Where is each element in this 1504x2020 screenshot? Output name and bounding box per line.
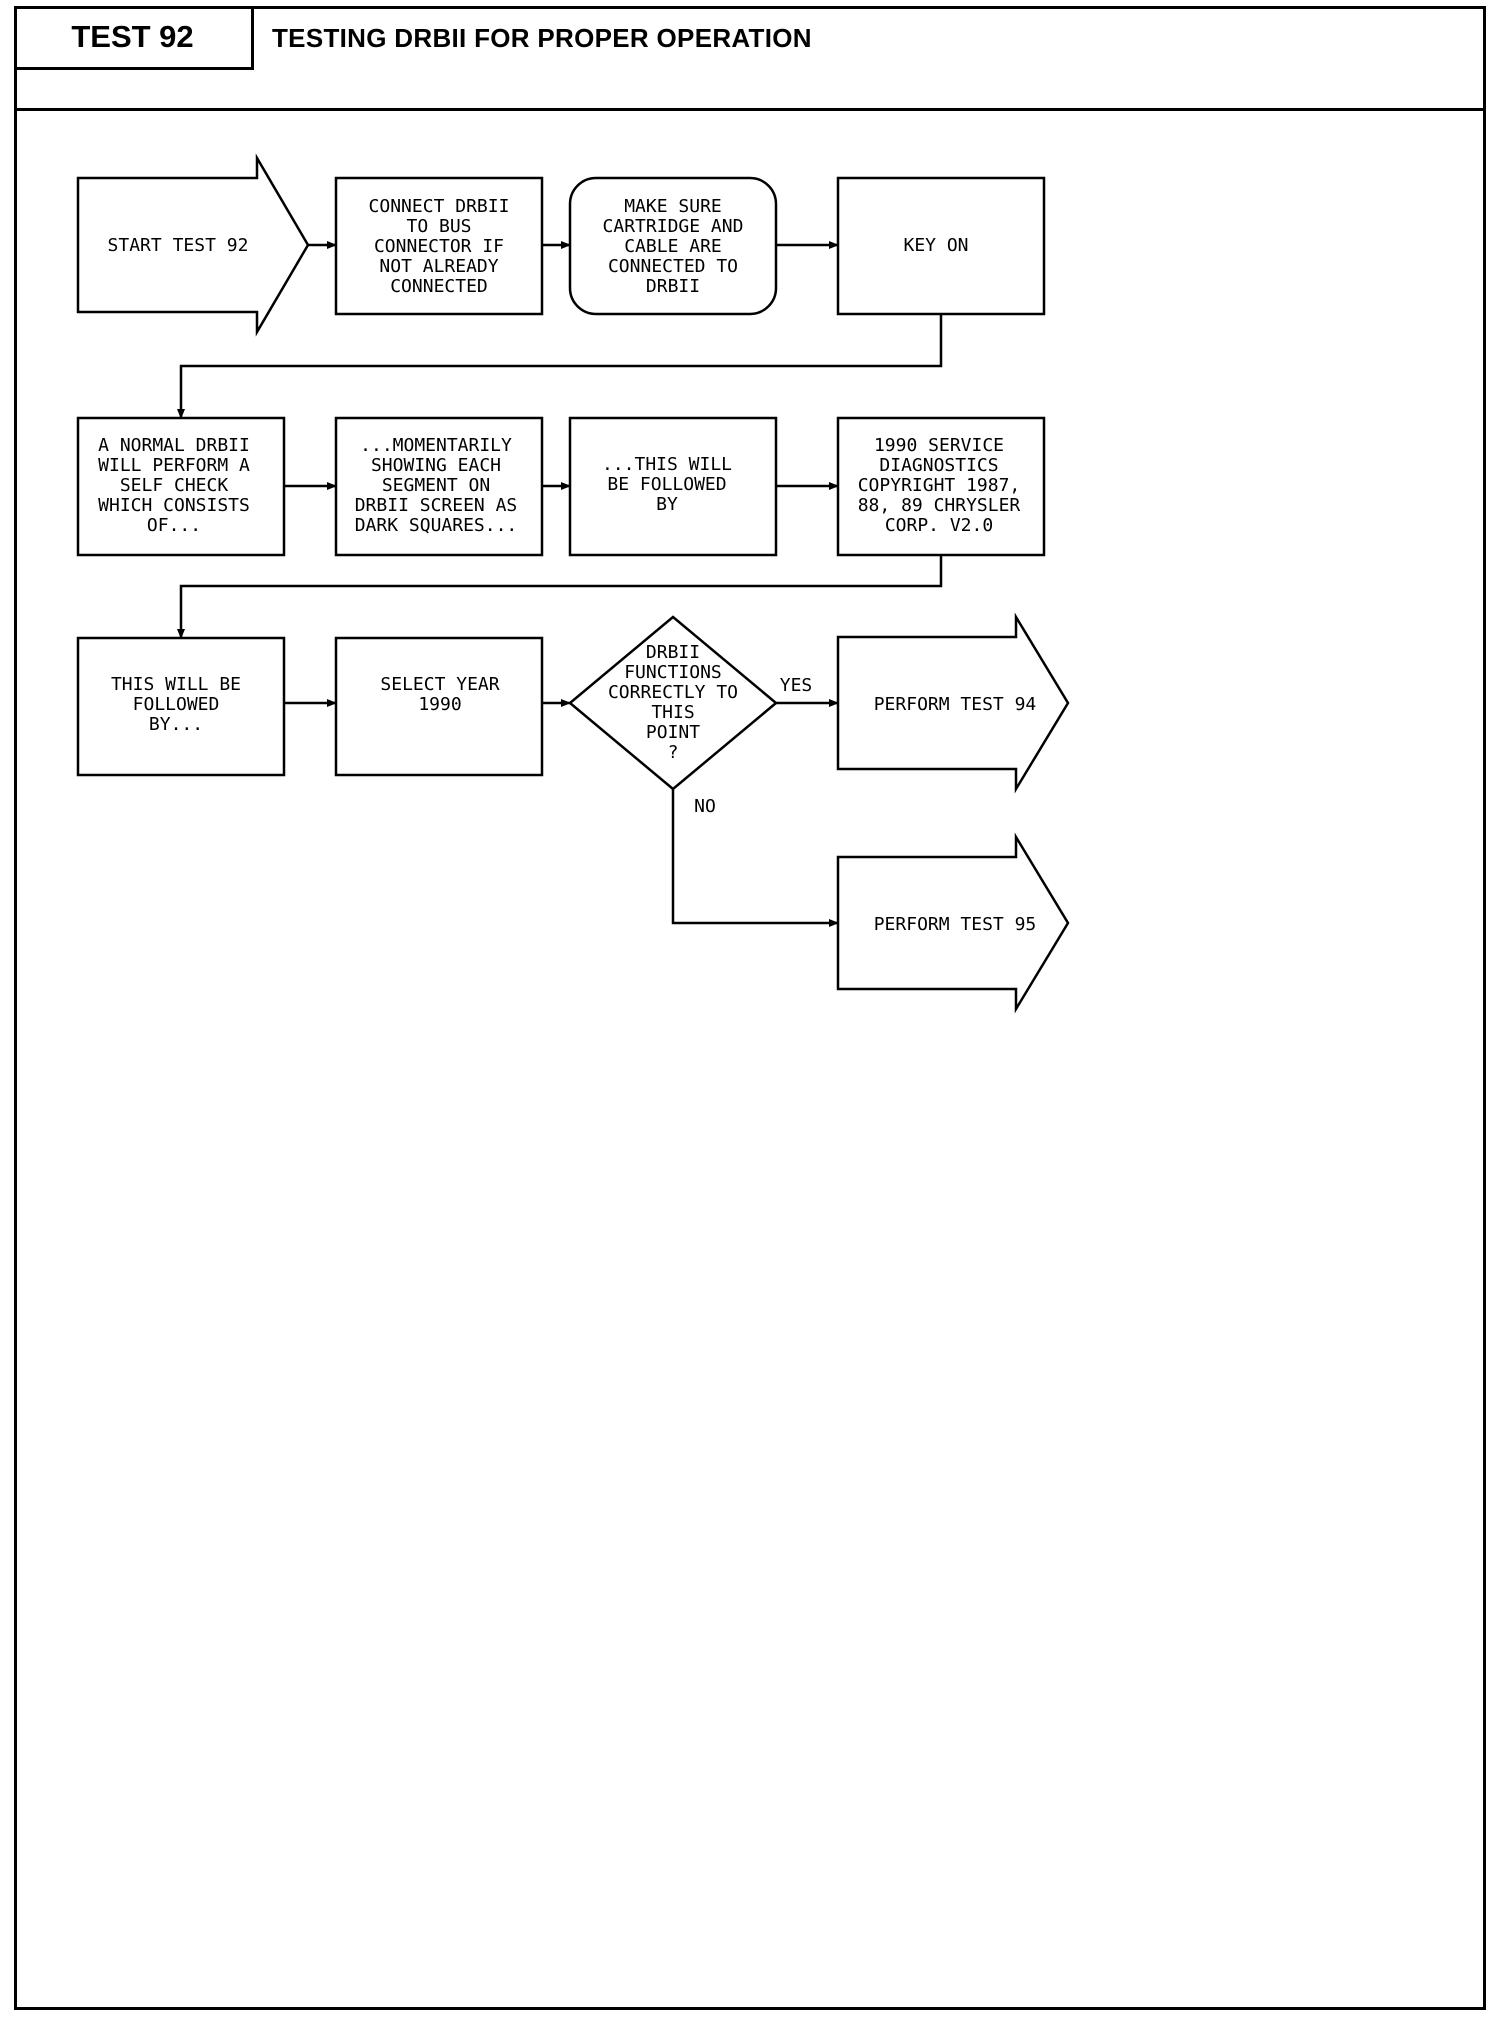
make-sure-line: CABLE ARE bbox=[624, 236, 722, 257]
momentarily-line: SEGMENT ON bbox=[382, 475, 490, 496]
header-row bbox=[14, 6, 1486, 111]
momentarily-line: SHOWING EACH bbox=[371, 455, 501, 476]
decision-line: THIS bbox=[651, 702, 694, 723]
momentarily-line: ...MOMENTARILY bbox=[360, 435, 512, 456]
no-label: NO bbox=[694, 796, 716, 817]
make-sure-line: MAKE SURE bbox=[624, 196, 722, 217]
test95-arrow-shape bbox=[836, 832, 1070, 1014]
this-will-line: BY bbox=[656, 494, 678, 515]
this-will-line: ...THIS WILL bbox=[602, 454, 732, 475]
service-line: 1990 SERVICE bbox=[874, 435, 1004, 456]
connect-line: CONNECT DRBII bbox=[369, 196, 510, 217]
this-will-line: BE FOLLOWED bbox=[607, 474, 726, 495]
decision-line: ? bbox=[668, 742, 679, 763]
service-line: 88, 89 CHRYSLER bbox=[858, 495, 1021, 516]
select-year-line: 1990 bbox=[418, 694, 461, 715]
normal-line: SELF CHECK bbox=[120, 475, 229, 496]
start-line: START TEST 92 bbox=[108, 235, 249, 256]
connect-line: CONNECTED bbox=[390, 276, 488, 297]
normal-line: A NORMAL DRBII bbox=[98, 435, 250, 456]
page-frame bbox=[14, 6, 1486, 2010]
make-sure-line: DRBII bbox=[646, 276, 700, 297]
test95-line: PERFORM TEST 95 bbox=[874, 914, 1037, 935]
test-number: TEST 92 bbox=[14, 6, 254, 70]
decision-line: DRBII bbox=[646, 642, 700, 663]
service-line: CORP. V2.0 bbox=[885, 515, 993, 536]
key-on-label: KEY ON bbox=[903, 235, 968, 256]
momentarily-line: DRBII SCREEN AS bbox=[355, 495, 518, 516]
edge-service-followed bbox=[177, 555, 943, 639]
edge-decision-no bbox=[671, 789, 839, 927]
decision-line: POINT bbox=[646, 722, 700, 743]
test94-arrow-shape bbox=[836, 612, 1070, 794]
momentarily-line: DARK SQUARES... bbox=[355, 515, 518, 536]
start-arrow-shape bbox=[76, 153, 310, 337]
yes-label: YES bbox=[780, 675, 813, 696]
page-title: TESTING DRBII FOR PROPER OPERATION bbox=[272, 22, 812, 53]
test94-label: PERFORM TEST 94 bbox=[874, 694, 1037, 715]
test94-line: PERFORM TEST 94 bbox=[874, 694, 1037, 715]
make-sure-line: CONNECTED TO bbox=[608, 256, 738, 277]
connect-line: NOT ALREADY bbox=[379, 256, 498, 277]
normal-line: OF... bbox=[147, 515, 201, 536]
key-on-line: KEY ON bbox=[903, 235, 968, 256]
connect-line: CONNECTOR IF bbox=[374, 236, 504, 257]
followed-line: THIS WILL BE bbox=[111, 674, 241, 695]
followed-line: FOLLOWED bbox=[133, 694, 220, 715]
test95-label: PERFORM TEST 95 bbox=[874, 914, 1037, 935]
followed-line: BY... bbox=[149, 714, 203, 735]
edge-keyon-normal bbox=[177, 314, 943, 419]
decision-line: CORRECTLY TO bbox=[608, 682, 738, 703]
service-line: COPYRIGHT 1987, bbox=[858, 475, 1021, 496]
decision-line: FUNCTIONS bbox=[624, 662, 722, 683]
normal-line: WHICH CONSISTS bbox=[98, 495, 250, 516]
start-label: START TEST 92 bbox=[108, 235, 249, 256]
service-line: DIAGNOSTICS bbox=[879, 455, 998, 476]
normal-line: WILL PERFORM A bbox=[98, 455, 250, 476]
make-sure-line: CARTRIDGE AND bbox=[603, 216, 744, 237]
select-year-line: SELECT YEAR bbox=[380, 674, 499, 695]
connect-line: TO BUS bbox=[406, 216, 471, 237]
